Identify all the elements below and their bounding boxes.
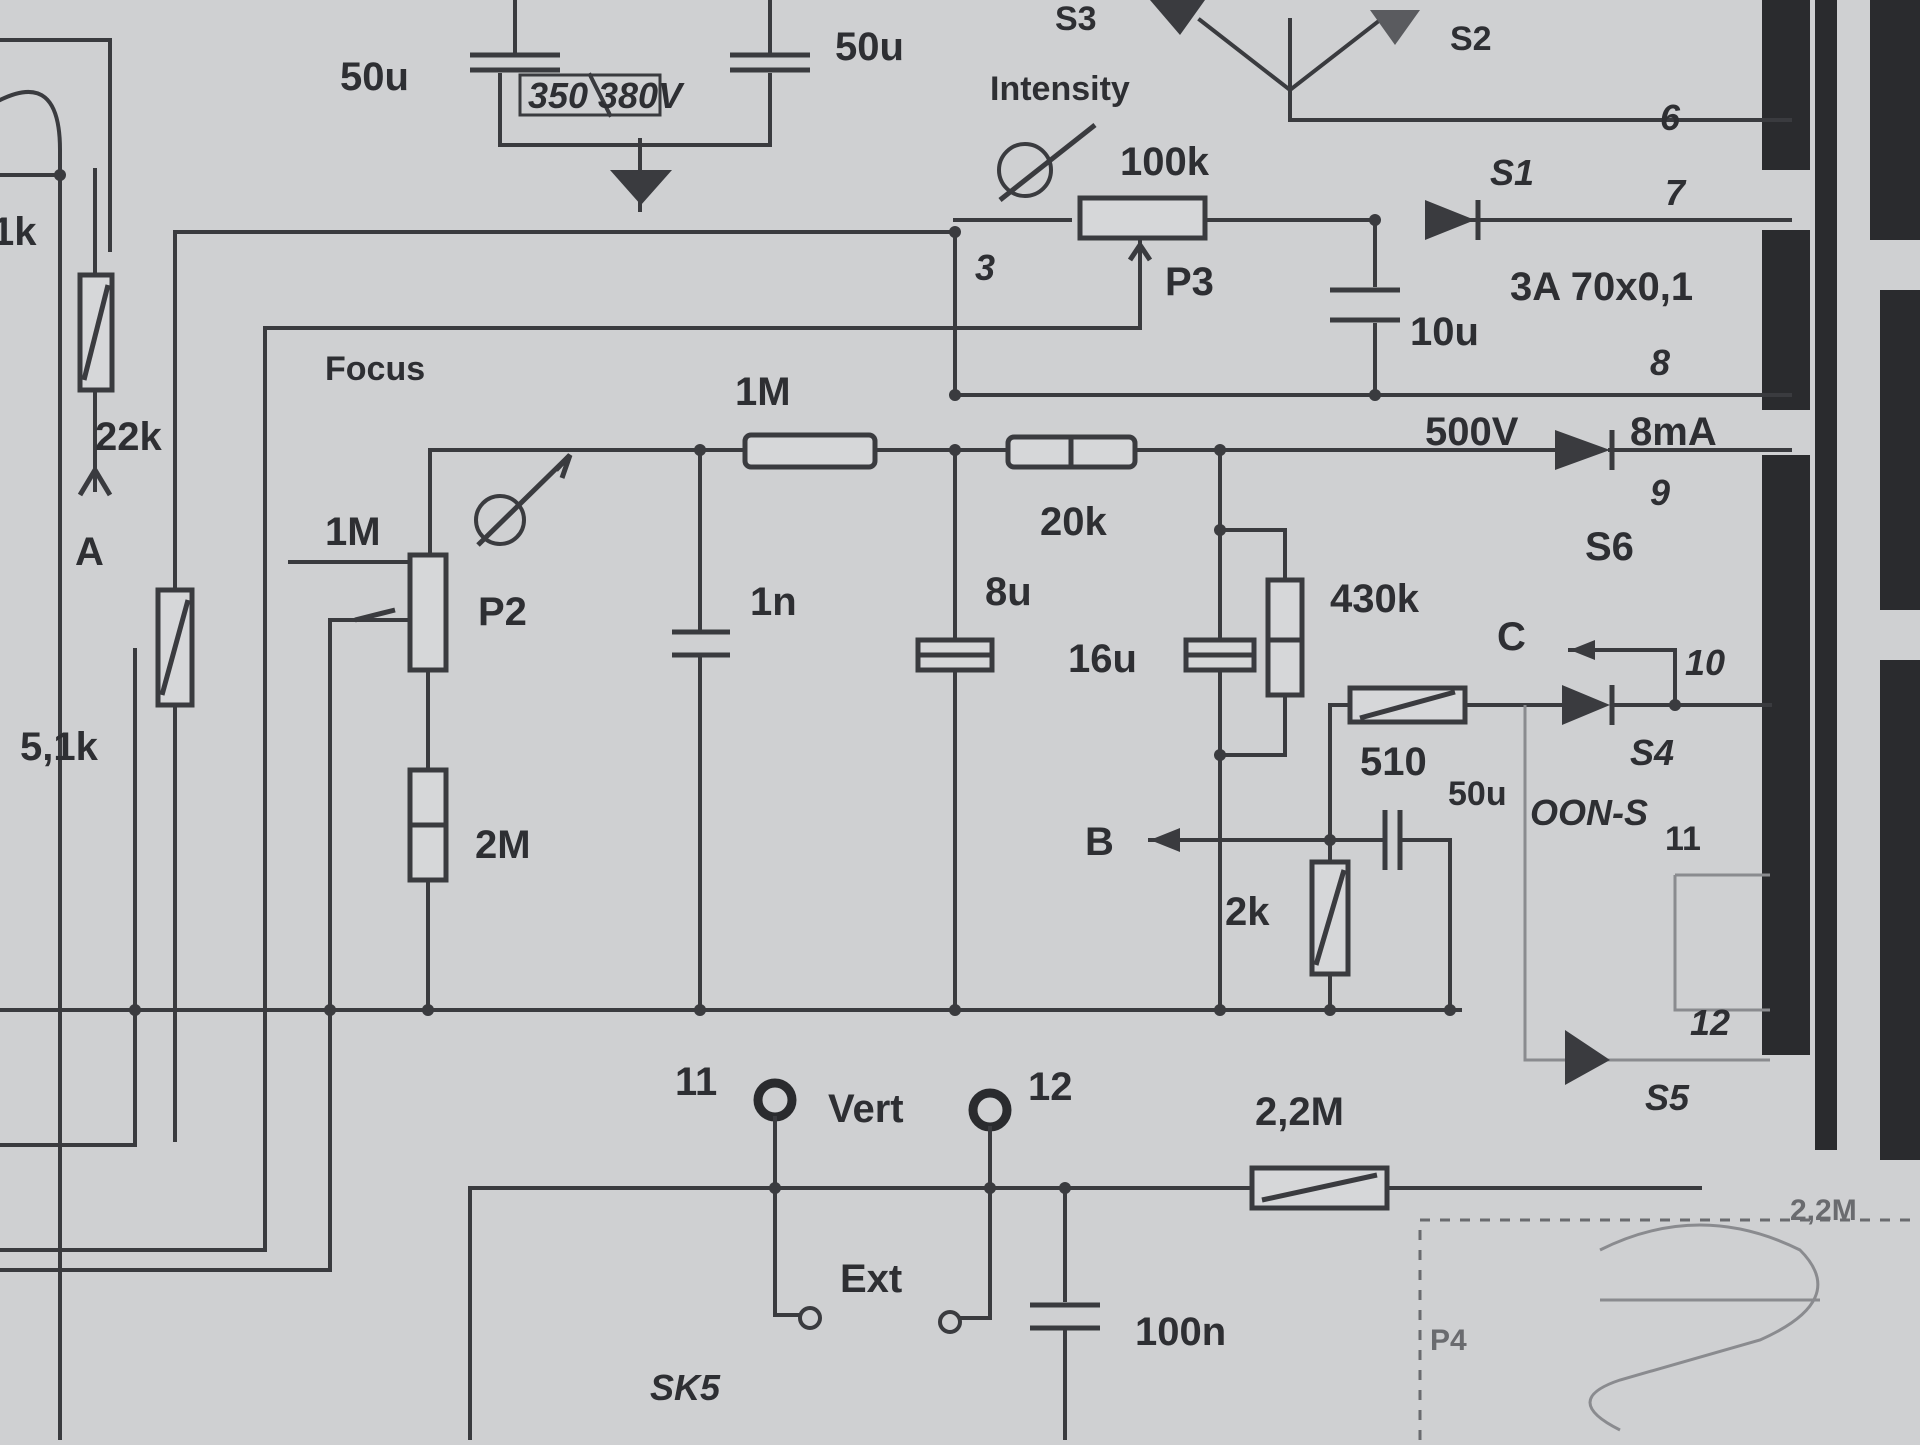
label-node12-small: 12 <box>1690 1002 1730 1043</box>
capacitor-1n <box>672 448 730 1012</box>
label-c50u-left: 50u <box>340 55 409 99</box>
jack-12 <box>968 1088 1012 1132</box>
label-focus: Focus <box>325 350 425 388</box>
label-r510: 510 <box>1360 740 1427 784</box>
faint-dashed-frame <box>1418 1218 1920 1440</box>
resistor-430k <box>1218 528 1305 757</box>
label-r22k: 22k <box>95 415 162 459</box>
label-node8: 8 <box>1650 342 1670 383</box>
label-partial-bottom: P4 <box>1430 1324 1467 1357</box>
label-r430k: 430k <box>1330 577 1420 621</box>
label-c50u-right: 50u <box>835 25 904 69</box>
resistor-2m <box>407 767 449 1012</box>
labels: 50u 50u 350 380V S3 S2 Intensity 100k 3 … <box>0 0 1857 1408</box>
label-v380: 380V <box>598 75 685 116</box>
capacitor-16u <box>1183 448 1257 1012</box>
label-term-c: C <box>1497 615 1526 659</box>
label-node10: 10 <box>1685 642 1725 683</box>
resistor-1m-top <box>742 432 878 470</box>
label-node7: 7 <box>1665 172 1687 213</box>
diode-s1 <box>1425 200 1481 240</box>
label-node3: 3 <box>975 247 995 288</box>
label-j11: 11 <box>675 1060 717 1104</box>
label-term-b: B <box>1085 820 1114 864</box>
label-p3: P3 <box>1165 260 1214 304</box>
label-r1m-top: 1M <box>735 370 791 414</box>
label-partial-k: 1k <box>0 210 37 254</box>
label-s3: S3 <box>1055 0 1097 38</box>
label-v500: 500V <box>1425 410 1519 454</box>
label-i8ma: 8mA <box>1630 410 1717 454</box>
top-rails <box>0 18 1792 1252</box>
label-r20k: 20k <box>1040 500 1107 544</box>
resistor-5-1k <box>155 233 195 1142</box>
label-c10u: 10u <box>1410 310 1479 354</box>
label-s5: S5 <box>1645 1077 1690 1118</box>
label-r100k: 100k <box>1120 140 1210 184</box>
top-capacitors <box>470 0 810 118</box>
left-partial-circuit <box>0 38 137 1442</box>
label-node6: 6 <box>1660 97 1681 138</box>
crt-tube-bars <box>1762 0 1920 1160</box>
capacitor-10u <box>1330 287 1400 323</box>
terminal-b-arrow <box>1150 828 1180 852</box>
label-sk5: SK5 <box>650 1367 721 1408</box>
label-c8u: 8u <box>985 570 1032 614</box>
label-r5-1k: 5,1k <box>20 725 99 769</box>
label-node11-small: 11 <box>1665 820 1701 858</box>
resistor-2k <box>1309 834 1351 1012</box>
label-term-a: A <box>75 530 104 574</box>
label-c50u-mid: 50u <box>1448 775 1507 813</box>
label-j12: 12 <box>1028 1065 1073 1109</box>
label-s1: S1 <box>1490 152 1534 193</box>
bottom-jack-section <box>468 1078 1702 1442</box>
label-tube-3a: 3A 70x0,1 <box>1510 265 1693 309</box>
label-s6: S6 <box>1585 525 1634 569</box>
label-ext: Ext <box>840 1257 902 1301</box>
label-r2k: 2k <box>1225 890 1270 934</box>
faint-right-circuit <box>1523 705 1770 1085</box>
label-vert: Vert <box>828 1087 904 1131</box>
label-p2: P2 <box>478 590 527 634</box>
diode-s6 <box>1555 430 1615 470</box>
label-c16u: 16u <box>1068 637 1137 681</box>
top-ground-symbol <box>610 170 672 205</box>
label-s2: S2 <box>1450 20 1492 58</box>
label-r1m-left: 1M <box>325 510 381 554</box>
resistor-2-2m <box>1249 1165 1390 1211</box>
label-v350: 350 <box>528 75 588 116</box>
label-intensity: Intensity <box>990 70 1130 108</box>
ground-bus <box>0 214 1681 1016</box>
label-r2-2m: 2,2M <box>1255 1090 1344 1134</box>
resistor-510 <box>1328 685 1562 842</box>
potentiometer-p3 <box>997 123 1208 292</box>
label-node9: 9 <box>1650 472 1670 513</box>
capacitor-8u <box>915 448 995 1012</box>
label-r2m: 2M <box>475 823 531 867</box>
diode-s4 <box>1562 640 1772 725</box>
resistor-22k <box>77 168 115 497</box>
jack-11 <box>753 1078 797 1122</box>
label-c1n: 1n <box>750 580 797 624</box>
potentiometer-p2 <box>0 453 573 1272</box>
top-diodes <box>1150 0 1420 93</box>
capacitor-50u-mid <box>1148 810 1452 1012</box>
label-partial-2-2m: 2,2M <box>1790 1194 1857 1227</box>
resistor-20k <box>1005 434 1138 470</box>
label-s4: S4 <box>1630 732 1674 773</box>
label-c100n: 100n <box>1135 1310 1226 1354</box>
label-oon: OON-S <box>1530 792 1648 833</box>
